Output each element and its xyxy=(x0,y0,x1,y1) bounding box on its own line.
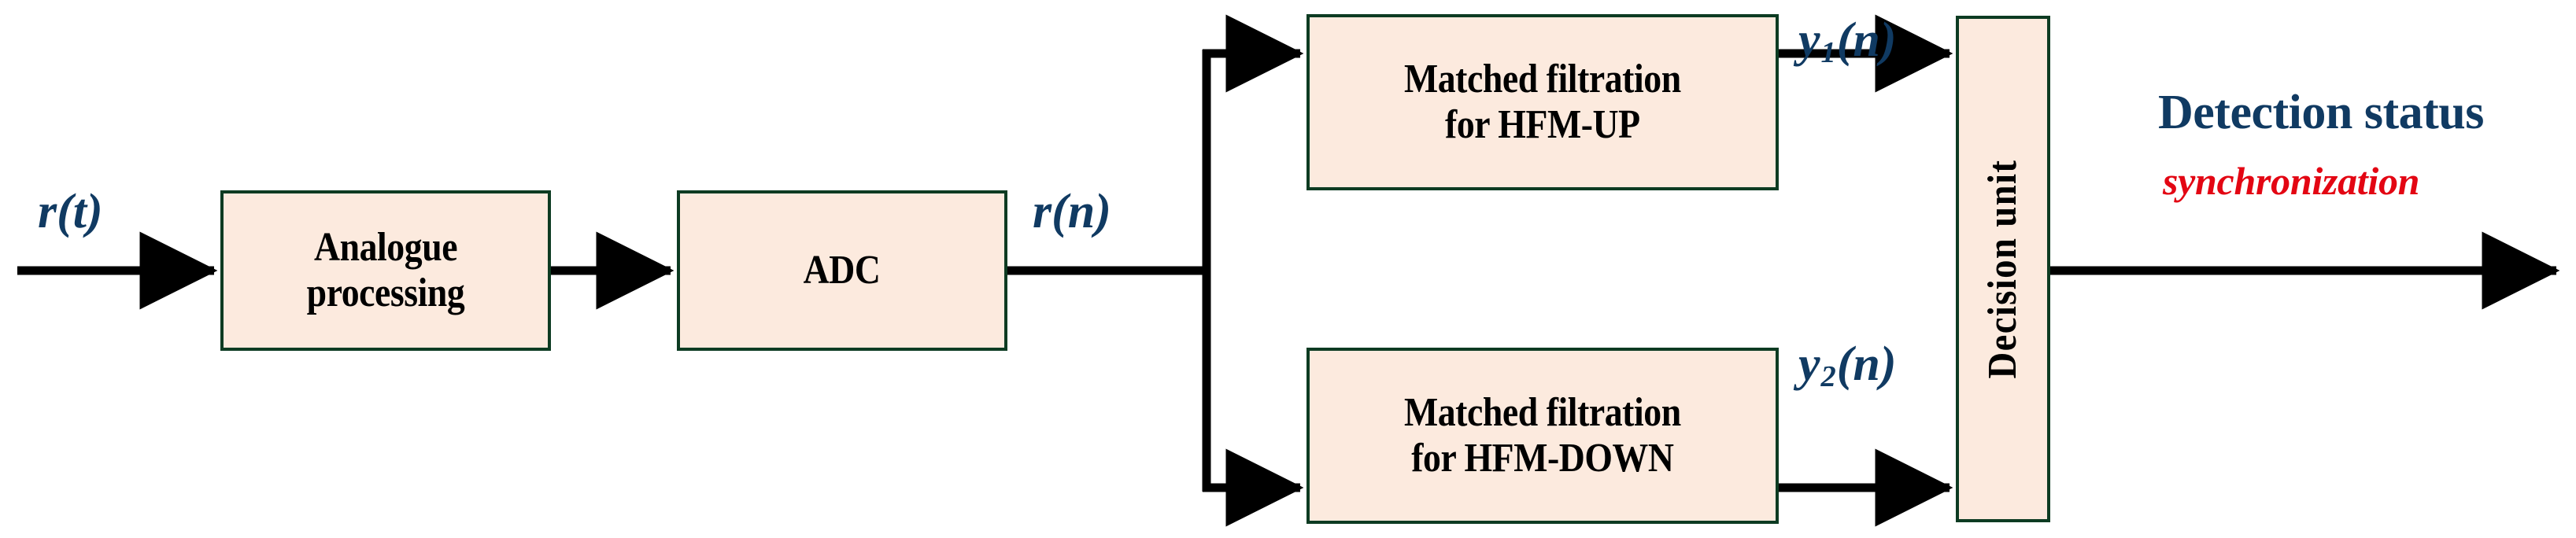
block-analogue-processing[interactable]: Analogue processing xyxy=(220,190,551,351)
output-label-detection-status: Detection status xyxy=(2158,86,2484,139)
block-matched-filtration-hfm-down[interactable]: Matched filtration for HFM-DOWN xyxy=(1306,348,1779,524)
block-matched-filtration-hfm-up[interactable]: Matched filtration for HFM-UP xyxy=(1306,14,1779,190)
block-decision-unit-label: Decision unit xyxy=(1979,159,2025,379)
signal-label-r-t: r(t) xyxy=(38,185,103,238)
block-decision-unit[interactable]: Decision unit xyxy=(1956,16,2050,522)
block-adc[interactable]: ADC xyxy=(677,190,1007,351)
signal-label-y1-n: y1(n) xyxy=(1798,13,1897,70)
signal-label-r-n: r(n) xyxy=(1033,185,1111,238)
block-adc-label: ADC xyxy=(804,247,881,293)
block-matched-filtration-hfm-down-label: Matched filtration for HFM-DOWN xyxy=(1404,389,1681,481)
output-label-synchronization: synchronization xyxy=(2163,159,2420,203)
block-matched-filtration-hfm-up-label: Matched filtration for HFM-UP xyxy=(1404,56,1681,147)
block-analogue-processing-label: Analogue processing xyxy=(306,224,465,315)
signal-label-y2-n: y2(n) xyxy=(1798,337,1897,394)
